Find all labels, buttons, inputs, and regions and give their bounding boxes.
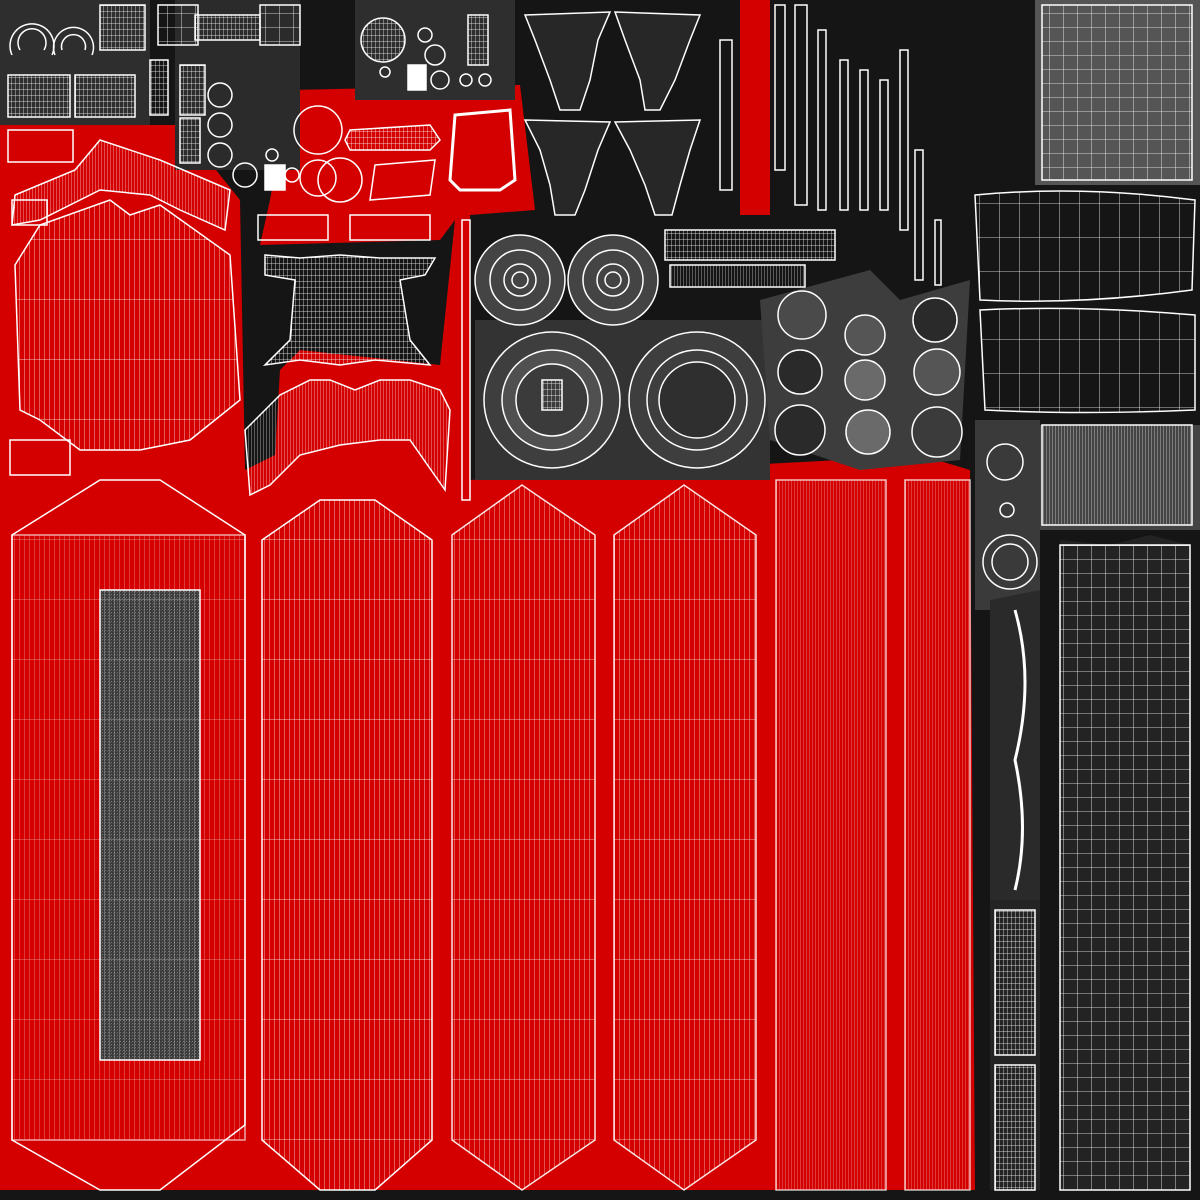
left-ornate-panel — [11, 139, 241, 451]
thin-strips — [461, 4, 942, 501]
large-grid-patches — [974, 4, 1196, 526]
black-small-parts — [360, 14, 492, 91]
red-small-parts — [257, 105, 517, 241]
ring-parts — [774, 290, 1038, 590]
gear-discs — [474, 234, 766, 469]
center-torso-pieces — [244, 254, 451, 497]
v-shape-pieces — [523, 11, 702, 216]
big-panels — [11, 479, 1191, 1191]
small-parts-cluster — [7, 4, 301, 476]
